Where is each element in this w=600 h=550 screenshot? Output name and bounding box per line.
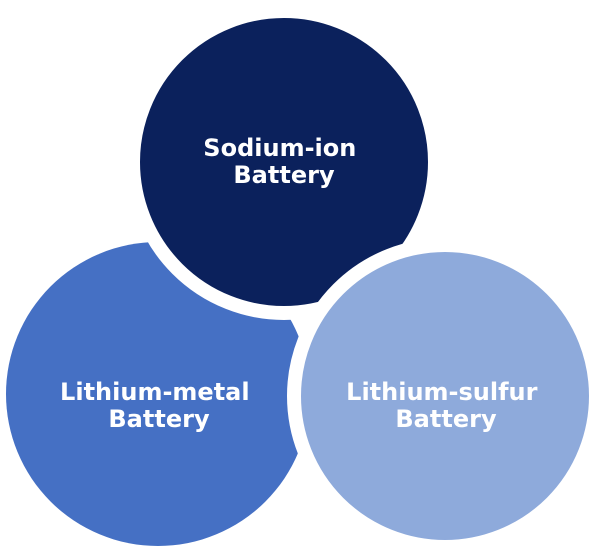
- lithium-sulfur-circle-overlay: [287, 238, 600, 550]
- sodium-ion-label: Sodium-ion Battery: [203, 134, 364, 189]
- lithium-metal-label-line2: Battery: [108, 405, 210, 433]
- lithium-metal-label-line1: Lithium-metal: [60, 378, 250, 406]
- lithium-metal-label: Lithium-metal Battery: [60, 378, 258, 433]
- sodium-ion-circle: [126, 4, 442, 320]
- lithium-sulfur-label: Lithium-sulfur Battery: [346, 378, 546, 433]
- sodium-ion-label-line1: Sodium-ion: [203, 134, 356, 162]
- sodium-ion-label-line2: Battery: [233, 161, 335, 189]
- lithium-sulfur-label-line2: Battery: [395, 405, 497, 433]
- lithium-metal-circle: [6, 242, 310, 546]
- lithium-sulfur-label-line1: Lithium-sulfur: [346, 378, 537, 406]
